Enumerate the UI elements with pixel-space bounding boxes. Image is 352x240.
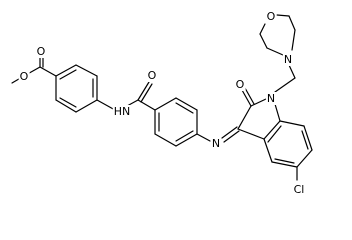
atom-label-background [18,70,30,83]
bond-ring-NH [96,99,116,111]
bond-carbonyl-C-ring [39,66,57,77]
atom-label-background [292,183,306,196]
structure-diagram: O O O HN O N N N O Cl [11,10,313,196]
ring2-inner-2 [175,130,194,142]
bond-N1-CH2 [274,77,296,93]
atom-label-background [265,10,277,23]
bond-C2-O-1 [241,89,252,107]
morph-bond-1 [266,47,284,56]
morpholine-oxygen-label: O [267,10,276,23]
pyrrole-N1-C7a [274,103,281,122]
ester-carbonyl-oxygen-label: O [37,45,46,58]
bond-imine-N-C-2 [223,130,240,143]
morph-bond-3 [259,23,266,35]
indolinone-oxygen-label: O [236,78,245,91]
ring1-bond-4 [75,99,98,113]
atom-label-background [146,69,158,82]
indole-nitrogen-label: N [267,92,275,105]
atom-label-background [282,53,294,66]
ring1-bond-5 [55,99,77,113]
chlorine-label: Cl [294,183,305,196]
indolinone-core [237,87,313,181]
pyrrole-C3-C2 [237,105,252,130]
ester-ether-oxygen-label: O [20,70,29,83]
pyrrole-C7a-C3a [263,120,281,140]
imine-nitrogen-label: N [212,137,220,150]
morph-bond-4 [276,14,290,17]
bond-CH2-morph-N [288,64,296,79]
atom-labels: O O O HN O N N N O Cl [18,10,306,196]
ring2-bond-2 [175,97,198,111]
methyl-ester-group [11,55,57,84]
ring2-inner-1 [175,102,194,114]
ring2-bond-1 [154,97,177,111]
amide-nitrogen-label: HN [114,105,131,118]
atom-label-background [234,78,246,91]
atom-label-background [112,105,132,118]
morph-bond-5 [288,15,296,31]
benzo-bond-4 [271,161,298,168]
atom-label-background [210,137,222,150]
ring2-bond-5 [154,133,177,147]
bond-amide-CO-2 [140,83,153,103]
bond-C2-O-2 [244,87,255,105]
benzo-bond-1 [279,120,305,127]
morph-bond-6 [291,29,296,51]
ring1-bond-1 [55,64,77,77]
morpholinomethyl-group [259,14,296,93]
morph-bond-2 [259,33,268,49]
benzo-bond-5 [263,138,273,163]
benzene-ring-middle [154,97,198,147]
atom-label-background [35,45,47,58]
morpholine-nitrogen-label: N [284,53,292,66]
bond-amide-C-ring [137,99,156,111]
ring1-bond-2 [75,64,98,77]
benzo-bond-2 [303,125,313,151]
ring1-inner-1 [59,69,77,80]
benzene-ring-left [55,64,98,113]
ring1-inner-3 [59,97,77,108]
ring2-bond-4 [175,133,198,147]
bond-amide-CO-1 [137,81,150,101]
benzo-inner-1 [301,130,309,150]
amide-oxygen-label: O [148,69,157,82]
bond-ring-imine-N [196,133,211,142]
benzo-inner-2 [274,158,295,164]
amide-linkage [96,81,156,111]
benzo-inner-3 [267,125,282,143]
benzo-bond-3 [296,149,313,168]
atom-label-background [265,92,277,105]
pyrrole-C3a-C3 [237,128,265,140]
pyrrole-C2-N1 [250,98,267,107]
imine-linkage [196,126,240,143]
bond-imine-N-C-1 [221,126,238,139]
